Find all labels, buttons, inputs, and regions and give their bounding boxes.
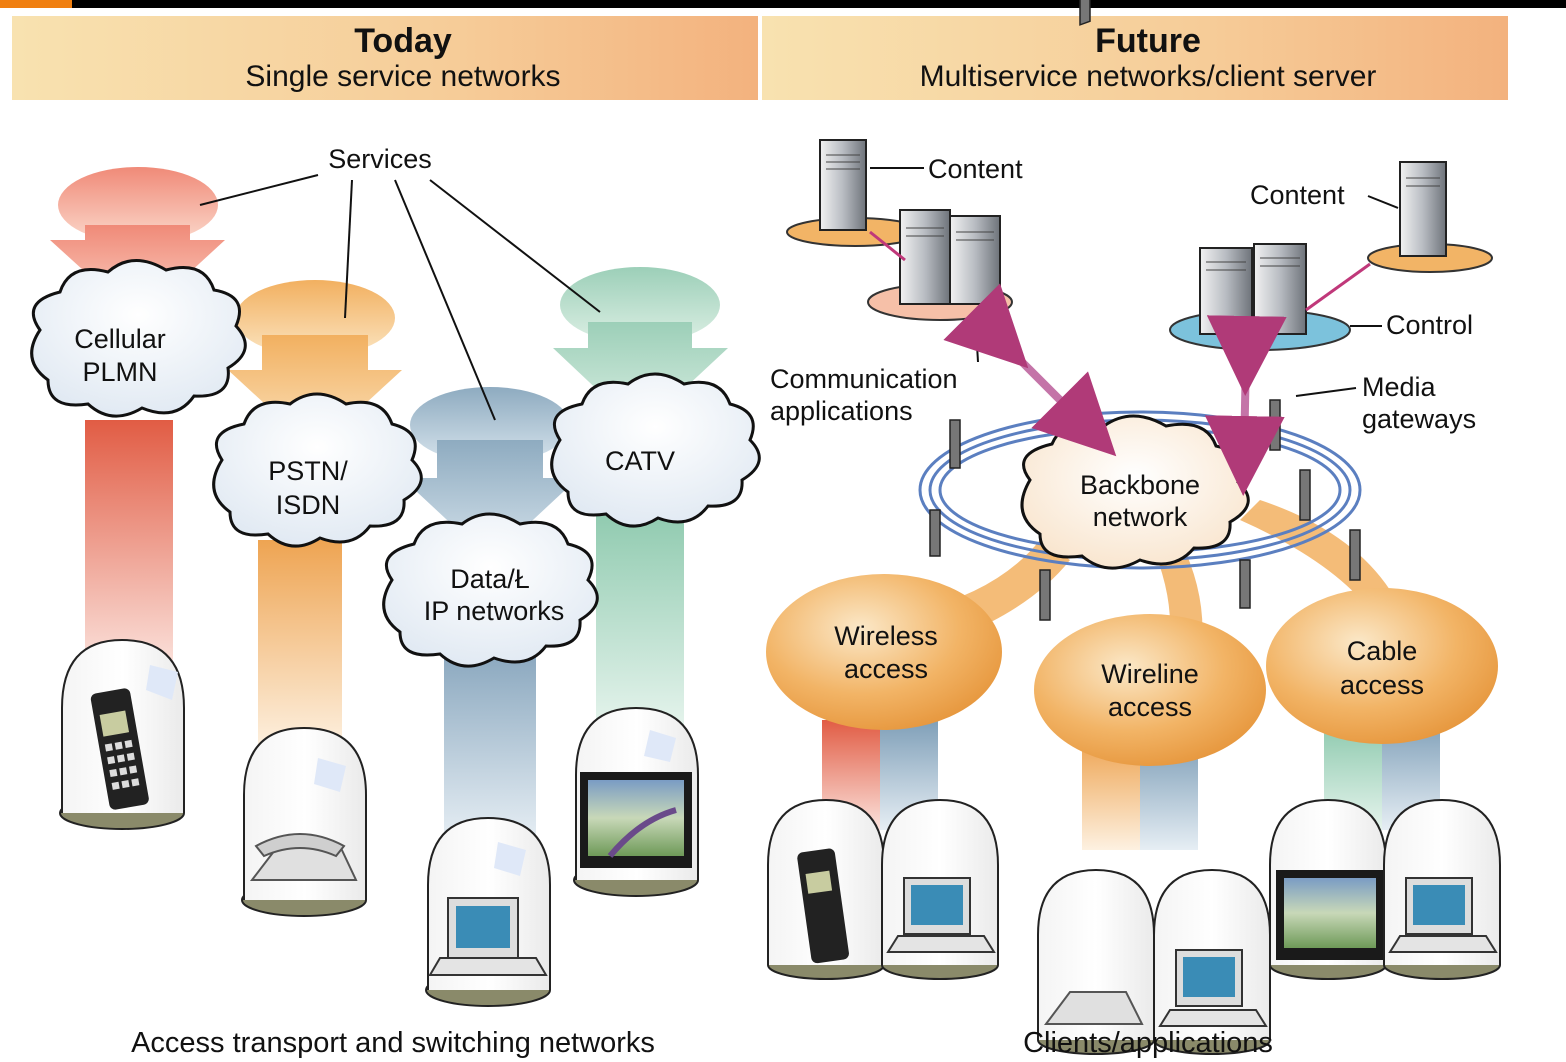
top-border: [0, 0, 1566, 8]
content-server-left: [786, 139, 924, 247]
future-tv-dome: [1269, 798, 1387, 980]
catv-column: [596, 500, 684, 730]
today-footer: Access transport and switching networks: [131, 1027, 655, 1059]
catv-cloud: [550, 372, 761, 528]
cable-label-2: access: [1340, 670, 1424, 700]
future-pc-dome-3: [1383, 798, 1501, 980]
cellular-phone-dome: [59, 638, 185, 830]
pstn-cloud: [212, 392, 423, 548]
wireless-access-oval: [766, 574, 1002, 730]
cellular-cloud: [30, 259, 247, 418]
data-service-arrow: [402, 387, 578, 560]
header-band-left: [12, 16, 758, 100]
wireline-access-oval: [1034, 614, 1266, 766]
services-connectors: [199, 174, 601, 421]
cellular-column: [85, 420, 173, 670]
telephone-dome: [241, 726, 367, 917]
future-footer: Clients/applications: [1023, 1027, 1273, 1059]
cable-access-oval: [1266, 588, 1498, 744]
media-gateways-label-2: gateways: [1362, 404, 1476, 434]
backbone-label-1: Backbone: [1080, 470, 1200, 500]
catv-label: CATV: [605, 446, 675, 476]
content-link-right: [1305, 262, 1371, 312]
computer-dome-left: [425, 816, 551, 1007]
cable-label-1: Cable: [1347, 636, 1418, 666]
future-pc-dome-1: [881, 798, 999, 980]
comm-backbone-arrow: [943, 283, 1117, 457]
data-label-2: IP networks: [424, 596, 565, 626]
pstn-label-2: ISDN: [276, 490, 341, 520]
pstn-service-arrow: [228, 280, 402, 450]
cellular-label-2: PLMN: [82, 357, 157, 387]
future-phone-dome: [767, 798, 885, 980]
services-label: Services: [328, 144, 432, 174]
communication-label-1: Communication: [770, 364, 958, 394]
tv-dome: [573, 706, 699, 897]
control-label: Control: [1386, 310, 1473, 340]
content-link-left: [869, 230, 906, 262]
header-future-title: Future: [1095, 22, 1201, 60]
communication-label-2: applications: [770, 396, 913, 426]
future-pc-dome-2: [1153, 868, 1271, 1055]
backbone-label-2: network: [1093, 502, 1188, 532]
header-today-subtitle: Single service networks: [245, 60, 560, 93]
header-future-subtitle: Multiservice networks/client server: [920, 60, 1377, 93]
data-cloud: [382, 512, 599, 668]
corner-accent: [0, 0, 72, 8]
wireless-label-1: Wireless: [834, 621, 938, 651]
content-server-right: [1367, 161, 1493, 273]
pstn-label-1: PSTN/: [268, 456, 348, 486]
content-label-right: Content: [1250, 180, 1345, 210]
wireline-label-2: access: [1108, 692, 1192, 722]
header-band-right: [762, 16, 1508, 100]
pstn-column: [258, 540, 342, 750]
wireless-label-2: access: [844, 654, 928, 684]
cellular-label-1: Cellular: [74, 324, 166, 354]
data-label-1: Data/Ł: [450, 564, 530, 594]
future-telephone-dome: [1037, 868, 1155, 1055]
media-gateways-label-1: Media: [1362, 372, 1437, 402]
header-today-title: Today: [354, 22, 452, 60]
content-label-left: Content: [928, 154, 1023, 184]
control-backbone-arrow: [1204, 315, 1287, 496]
wireline-label-1: Wireline: [1101, 659, 1199, 689]
